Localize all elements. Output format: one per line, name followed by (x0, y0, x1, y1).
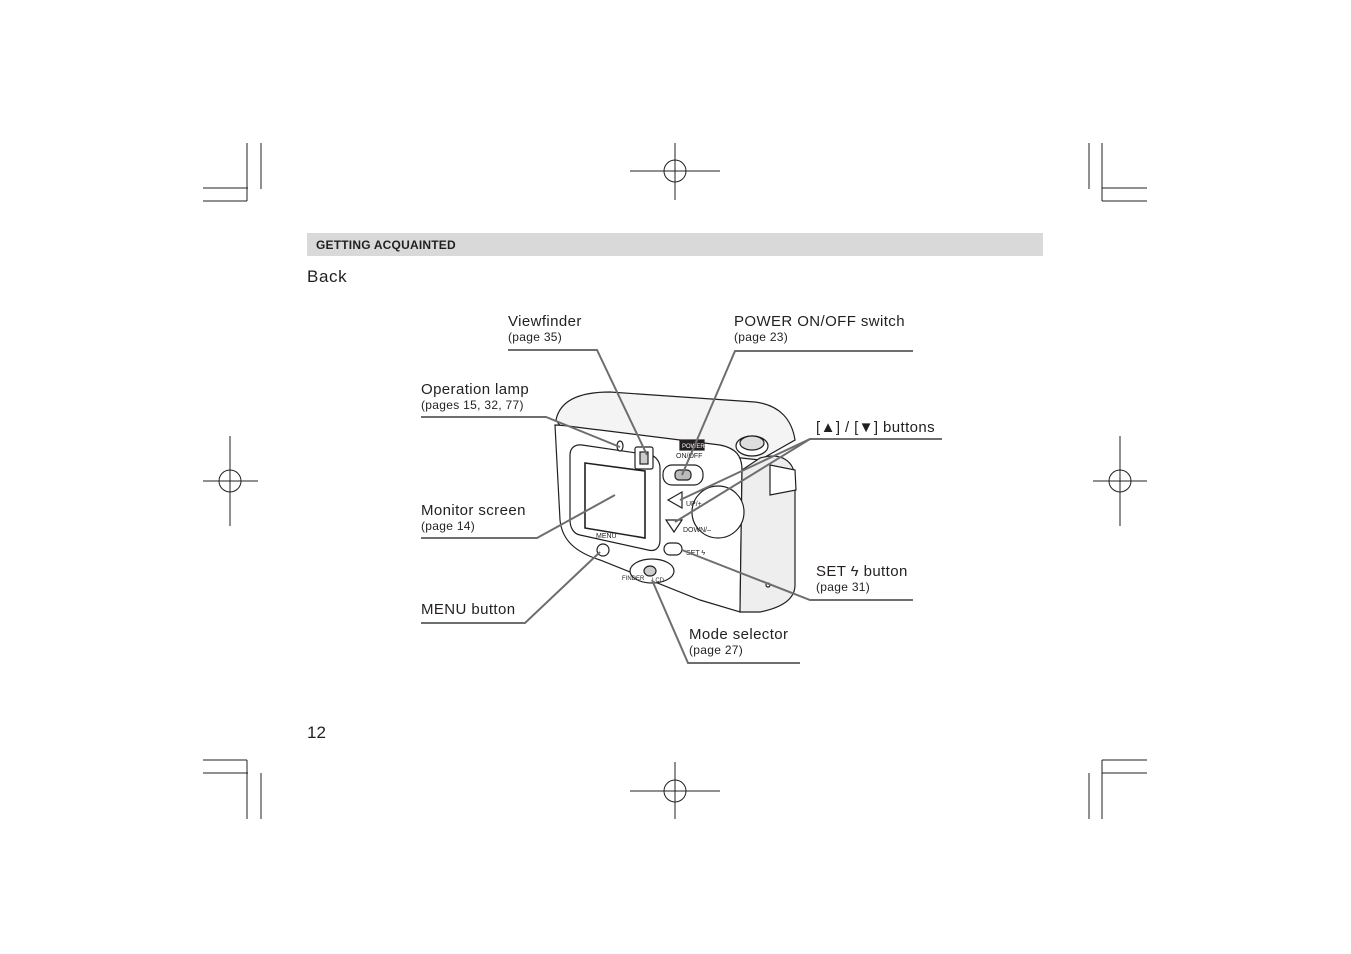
callout-power-switch-ref: (page 23) (734, 330, 789, 344)
callout-menu-button-label: MENU button (421, 601, 516, 618)
page-number: 12 (307, 723, 326, 742)
leader-power-switch (681, 350, 913, 476)
callout-menu-button: MENU button (421, 601, 515, 618)
camera-down-text: DOWN/– (683, 527, 711, 534)
leader-monitor-screen (421, 494, 616, 539)
camera-body (554, 391, 797, 613)
callout-viewfinder-label: Viewfinder (508, 313, 582, 330)
leader-viewfinder (508, 349, 648, 456)
camera-set-text: SET ϟ (686, 550, 705, 557)
camera-menu-text: MENU (596, 533, 617, 540)
callout-mode-selector-ref: (page 27) (689, 643, 744, 657)
callout-power-switch-label: POWER ON/OFF switch (734, 313, 905, 330)
callout-set-button-ref: (page 31) (816, 580, 871, 594)
leader-set-button (681, 549, 913, 601)
callout-operation-lamp: Operation lamp (pages 15, 32, 77) (421, 381, 529, 412)
camera-up-text: UP/+ (686, 501, 702, 508)
callout-set-button-label: SET ϟ button (816, 563, 908, 580)
callout-monitor-screen: Monitor screen (page 14) (421, 502, 526, 533)
leader-operation-lamp (421, 416, 621, 448)
callout-monitor-screen-label: Monitor screen (421, 502, 526, 519)
leader-mode-selector (651, 579, 800, 664)
callout-viewfinder-ref: (page 35) (508, 330, 563, 344)
section-header-bar: GETTING ACQUAINTED (307, 233, 1043, 256)
callout-operation-lamp-ref: (pages 15, 32, 77) (421, 398, 524, 412)
leader-lines (421, 349, 942, 664)
callout-updown-buttons-label: [▲] / [▼] buttons (816, 419, 936, 436)
callout-mode-selector: Mode selector (page 27) (689, 626, 788, 657)
callout-viewfinder: Viewfinder (page 35) (508, 313, 582, 344)
leader-updown-2 (674, 438, 811, 523)
callout-power-switch: POWER ON/OFF switch (page 23) (734, 313, 905, 344)
callout-mode-selector-label: Mode selector (689, 626, 789, 643)
leader-menu-button (421, 551, 601, 624)
section-title: GETTING ACQUAINTED (316, 238, 456, 252)
camera-lcd-text: LCD (652, 578, 665, 584)
page-heading: Back (307, 267, 348, 286)
callout-updown-buttons: [▲] / [▼] buttons (816, 419, 935, 436)
callout-monitor-screen-ref: (page 14) (421, 519, 476, 533)
camera-finder-text: FINDER (622, 576, 645, 582)
callout-operation-lamp-label: Operation lamp (421, 381, 530, 398)
callout-set-button: SET ϟ button (page 31) (816, 563, 908, 594)
